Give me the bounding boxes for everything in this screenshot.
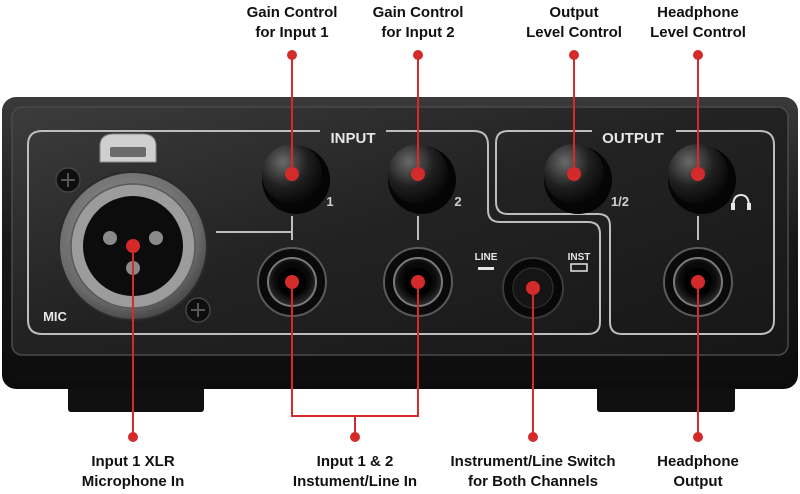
callout-dot: [128, 432, 138, 442]
channel-1-label: 1: [326, 194, 333, 209]
input-section-label: INPUT: [331, 130, 376, 147]
device-foot-right: [597, 382, 735, 412]
callout-line: Headphone: [657, 453, 739, 470]
screw-icon: [55, 167, 81, 193]
callout-line: Output: [549, 4, 599, 21]
callout-dot: [413, 50, 423, 60]
callout-dot: [287, 50, 297, 60]
target-dot: [411, 167, 425, 181]
callout-line-inputs: Input 1 & 2 Instument/Line In: [275, 452, 435, 492]
target-dot: [691, 275, 705, 289]
callout-line: Input 1 XLR: [91, 453, 175, 470]
target-dot: [567, 167, 581, 181]
callout-headphone-level: Headphone Level Control: [618, 3, 778, 43]
target-dot: [526, 281, 540, 295]
screw-icon: [185, 297, 211, 323]
callout-dot: [693, 50, 703, 60]
switch-line-label: LINE: [475, 252, 498, 263]
target-dot: [285, 275, 299, 289]
channel-2-label: 2: [454, 194, 461, 209]
callout-line: Microphone In: [81, 473, 185, 490]
callout-dot: [528, 432, 538, 442]
callout-dot: [693, 432, 703, 442]
callout-instrument-switch: Instrument/Line Switch for Both Channels: [443, 452, 623, 492]
switch-line-marker: [478, 267, 494, 270]
callout-line: Instrument/Line Switch: [450, 453, 616, 470]
switch-inst-marker: [570, 263, 588, 272]
output-section-label: OUTPUT: [602, 130, 664, 147]
callout-line: Instument/Line In: [292, 473, 418, 490]
callout-line: Output: [673, 473, 723, 490]
callout-line: Level Control: [526, 24, 622, 41]
callout-gain-input-1: Gain Control for Input 1: [212, 3, 372, 43]
callout-line: for Input 1: [255, 24, 329, 41]
target-dot: [411, 275, 425, 289]
callout-line: Level Control: [650, 24, 746, 41]
callout-line: Headphone: [657, 4, 739, 21]
target-dot: [691, 167, 705, 181]
input-section-outline: [27, 130, 601, 335]
callout-headphone-output: Headphone Output: [618, 452, 778, 492]
device-base-strip: [12, 358, 788, 382]
device-foot-left: [68, 382, 204, 412]
target-dot: [285, 167, 299, 181]
callout-line: Input 1 & 2: [316, 453, 394, 470]
callout-dot: [569, 50, 579, 60]
callout-line: for Both Channels: [468, 473, 598, 490]
mic-label: MIC: [43, 309, 67, 324]
callout-output-level: Output Level Control: [494, 3, 654, 43]
callout-xlr-input: Input 1 XLR Microphone In: [53, 452, 213, 492]
xlr-pin: [103, 231, 117, 245]
headphone-icon: [731, 193, 751, 210]
target-dot: [126, 239, 140, 253]
callout-gain-input-2: Gain Control for Input 2: [338, 3, 498, 43]
xlr-pin: [149, 231, 163, 245]
output-section-outline: [495, 130, 775, 335]
callout-line: Gain Control: [246, 4, 338, 21]
callout-line: Gain Control: [372, 4, 464, 21]
output-channel-label: 1/2: [611, 194, 629, 209]
callout-dot: [350, 432, 360, 442]
switch-inst-label: INST: [568, 252, 591, 263]
callout-line: for Input 2: [381, 24, 455, 41]
